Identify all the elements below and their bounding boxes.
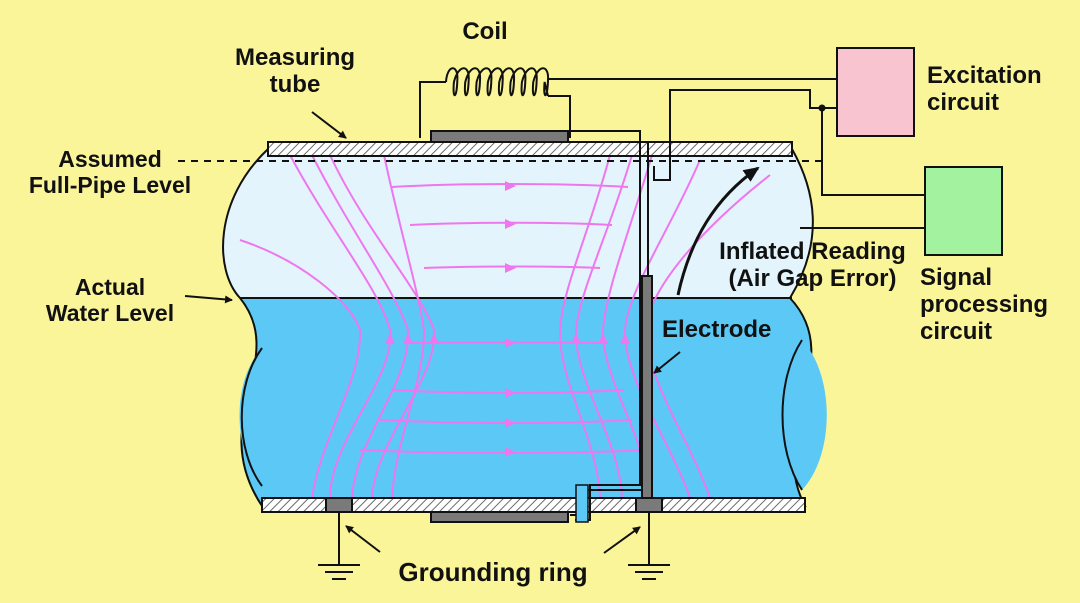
ground-lead <box>575 484 589 523</box>
field-arrowhead <box>505 219 516 229</box>
actual-level-line1: Actual <box>74 274 146 300</box>
field-arrowhead <box>505 447 516 457</box>
measuring-tube-line1: Measuring <box>234 44 356 71</box>
field-arrowhead <box>429 333 439 344</box>
field-arrowhead <box>620 333 630 344</box>
signal-line1: Signal <box>920 264 993 291</box>
inflated-line2: (Air Gap Error) <box>728 265 897 293</box>
bottom-pole-piece <box>430 511 569 523</box>
field-line <box>289 154 392 499</box>
assumed-level-line1: Assumed <box>58 146 162 172</box>
excitation-circuit-label: Excitation circuit <box>927 62 1042 116</box>
ground-symbols <box>318 512 670 580</box>
field-arrowhead <box>598 333 608 344</box>
field-line <box>409 221 613 226</box>
measuring-tube-line2: tube <box>269 71 321 99</box>
inflated-line1: Inflated Reading <box>719 238 906 265</box>
field-arrowhead <box>505 388 516 398</box>
inlet-end <box>239 348 279 485</box>
signal-processing-box <box>924 166 1003 256</box>
field-arrowhead <box>571 333 581 344</box>
coil <box>419 67 837 138</box>
signal-line2: processing <box>920 291 1049 319</box>
water-region <box>223 298 813 506</box>
field-line <box>239 239 362 499</box>
actual-level-label: Actual Water Level <box>30 274 190 326</box>
grounding-ring-label: Grounding ring <box>398 557 588 587</box>
pointer-arrows <box>184 111 760 554</box>
field-line <box>601 154 653 499</box>
field-line <box>329 154 436 499</box>
grounding-ring-left <box>325 497 353 513</box>
field-line <box>359 449 647 454</box>
inflated-reading-label: Inflated Reading (Air Gap Error) <box>700 238 925 292</box>
measuring-tube-label: Measuring tube <box>215 44 375 98</box>
assumed-level-label: Assumed Full-Pipe Level <box>10 146 210 198</box>
field-line <box>558 154 611 499</box>
grounding-ring-right <box>635 497 663 513</box>
assumed-level-line2: Full-Pipe Level <box>28 171 192 198</box>
outlet-end <box>781 340 827 490</box>
field-arrowhead <box>505 181 516 191</box>
signal-processing-label: Signal processing circuit <box>920 264 1048 345</box>
field-arrowhead <box>385 333 395 344</box>
field-arrowhead <box>505 418 516 428</box>
excitation-circuit-box <box>836 47 915 137</box>
field-line <box>423 265 601 269</box>
field-arrowhead <box>505 263 516 273</box>
signal-line3: circuit <box>920 318 993 346</box>
excitation-line2: circuit <box>927 89 1000 117</box>
electrode <box>641 275 653 503</box>
field-line <box>311 154 410 499</box>
actual-level-line2: Water Level <box>45 299 175 326</box>
excitation-line1: Excitation <box>927 62 1042 89</box>
electrode-label: Electrode <box>662 316 772 343</box>
top-pole-piece <box>430 130 569 143</box>
top-tube-wall <box>267 141 793 157</box>
junction-dot <box>818 104 826 112</box>
field-line <box>623 159 701 499</box>
coil-label: Coil <box>462 18 508 45</box>
field-arrowhead <box>403 333 413 344</box>
pipe-body <box>222 148 827 507</box>
field-line <box>574 154 633 499</box>
field-line <box>383 154 426 499</box>
